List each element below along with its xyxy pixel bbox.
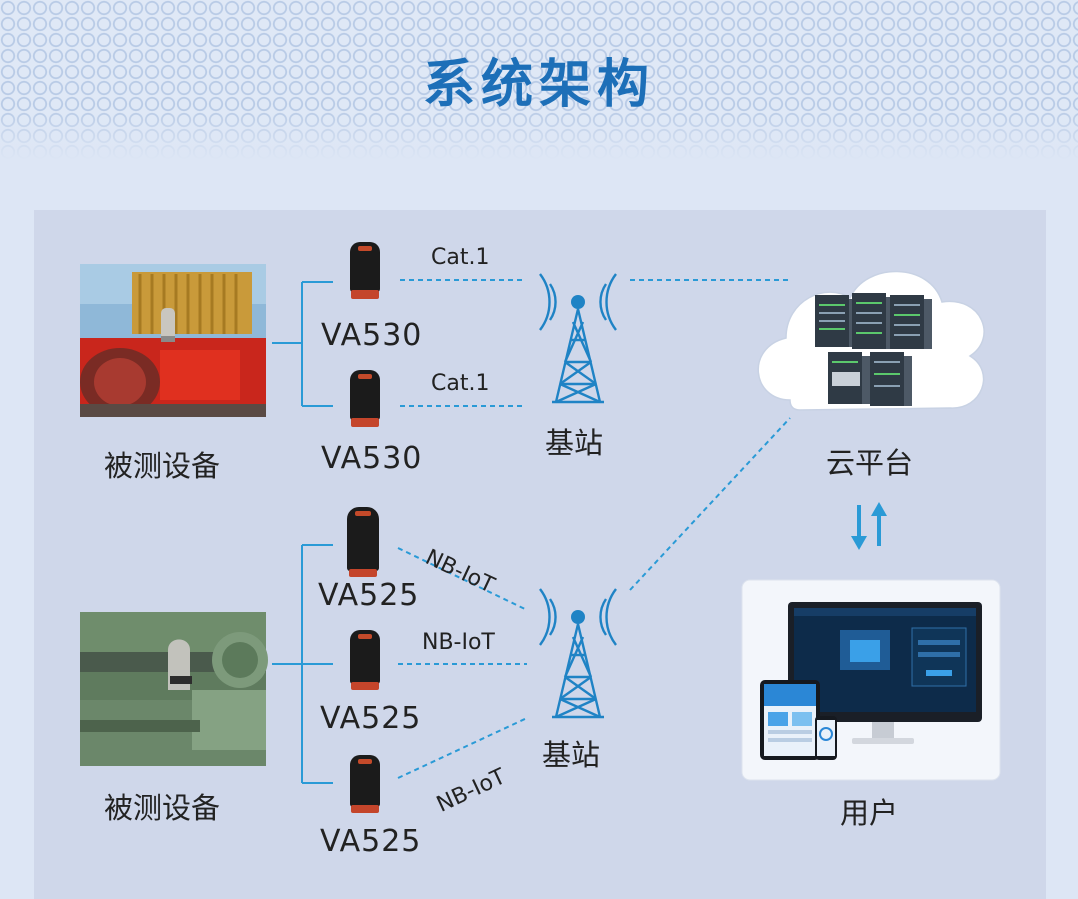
link-nbiot-bottom: [397, 717, 528, 779]
device2-bracket: [272, 544, 333, 784]
sensor-model-label: VA530: [321, 318, 423, 353]
link-nbiot-top: [397, 547, 528, 611]
user-devices-illustration: [741, 579, 1001, 781]
user-label: 用户: [840, 796, 899, 830]
base-station-label: 基站: [542, 738, 601, 772]
sync-arrows-icon: [851, 502, 887, 550]
sensor-icon: [347, 507, 379, 579]
sensor-icon: [350, 242, 380, 302]
sensor-model-label: VA525: [318, 578, 420, 613]
link-label: Cat.1: [431, 245, 490, 270]
page-title: 系统架构: [422, 55, 655, 115]
sensor-model-label: VA525: [320, 824, 422, 859]
dashed-links: [397, 279, 791, 779]
tower-icon: [539, 588, 617, 719]
cloud-platform-label: 云平台: [826, 446, 914, 480]
device1-bracket: [272, 281, 333, 407]
sensor-icon: [350, 370, 380, 430]
device-label: 被测设备: [104, 791, 221, 825]
sensor-model-label: VA525: [320, 701, 422, 736]
server-rack-icon: [815, 293, 932, 406]
base-station-label: 基站: [545, 426, 604, 460]
link-label: NB-IoT: [422, 630, 495, 655]
link-station2-cloud: [629, 417, 791, 591]
device-photo-machine: [80, 612, 268, 766]
tower-icon: [539, 273, 617, 404]
device-photo-transformer: [80, 264, 266, 417]
sensor-icon: [350, 755, 380, 815]
header-fade: [0, 0, 1078, 200]
sensor-model-label: VA530: [321, 441, 423, 476]
sensor-icon: [350, 630, 380, 692]
device-label: 被测设备: [104, 449, 221, 483]
link-label: Cat.1: [431, 371, 490, 396]
